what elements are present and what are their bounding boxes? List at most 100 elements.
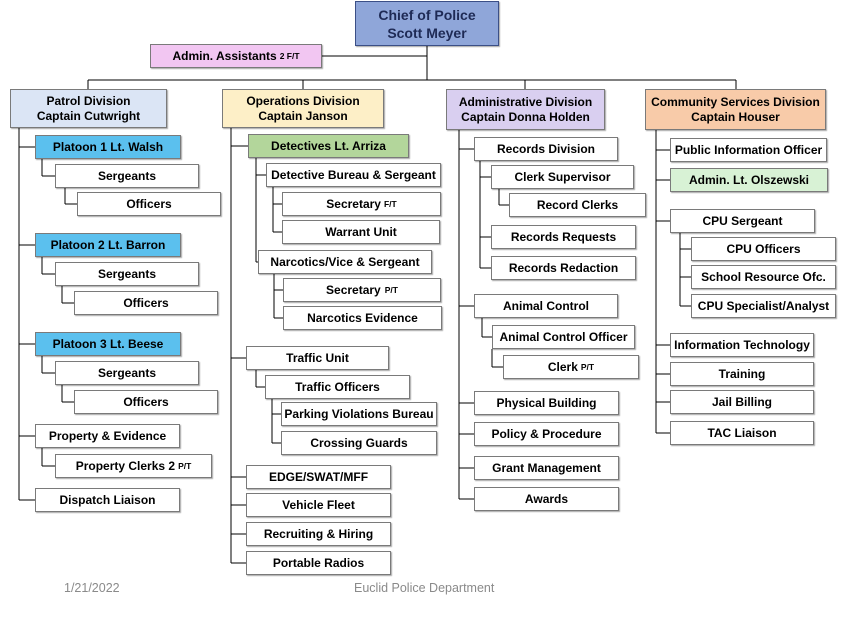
animal-control-label: Animal Control: [503, 298, 589, 313]
dispatch-liaison-label: Dispatch Liaison: [59, 492, 156, 507]
administrative-division-box: Administrative Division Captain Donna Ho…: [446, 89, 605, 130]
information-technology-box: Information Technology: [670, 333, 814, 357]
physical-building-label: Physical Building: [496, 395, 597, 410]
officers-label: Officers: [123, 394, 169, 409]
chief-name: Scott Meyer: [387, 24, 467, 41]
platoon-3-label: Platoon 3 Lt. Beese: [52, 336, 164, 351]
records-redaction-label: Records Redaction: [508, 260, 619, 275]
animal-control-officer-label: Animal Control Officer: [499, 329, 628, 344]
jail-billing-label: Jail Billing: [711, 394, 772, 409]
platoon-2-sergeants-box: Sergeants: [55, 262, 199, 286]
recruiting-hiring-label: Recruiting & Hiring: [263, 526, 374, 541]
policy-procedure-label: Policy & Procedure: [491, 426, 602, 441]
admin-assistants-note: 2 F/T: [279, 50, 300, 61]
detective-bureau-box: Detective Bureau & Sergeant: [266, 163, 441, 187]
dispatch-liaison-box: Dispatch Liaison: [35, 488, 180, 512]
detectives-label: Detectives Lt. Arriza: [271, 138, 386, 153]
admin-assistants-label: Admin. Assistants: [172, 48, 277, 63]
crossing-guards-label: Crossing Guards: [310, 435, 408, 450]
physical-building-box: Physical Building: [474, 391, 619, 415]
footer-org: Euclid Police Department: [354, 581, 495, 595]
platoon-1-label: Platoon 1 Lt. Walsh: [52, 139, 164, 154]
portable-radios-label: Portable Radios: [272, 555, 365, 570]
platoon-3-officers-box: Officers: [74, 390, 218, 414]
clerk-supervisor-label: Clerk Supervisor: [514, 169, 611, 184]
school-resource-box: School Resource Ofc.: [691, 265, 836, 289]
parking-violations-box: Parking Violations Bureau: [281, 402, 437, 426]
cpu-specialist-box: CPU Specialist/Analyst: [691, 294, 836, 318]
administrative-division-head: Captain Donna Holden: [461, 109, 590, 124]
platoon-1-sergeants-box: Sergeants: [55, 164, 199, 188]
property-clerks-label: Property Clerks 2: [75, 458, 176, 473]
community-division-title: Community Services Division: [651, 94, 820, 109]
animal-control-box: Animal Control: [474, 294, 618, 318]
admin-assistants-box: Admin. Assistants 2 F/T: [150, 44, 322, 68]
it-label: Information Technology: [674, 337, 810, 352]
operations-division-title: Operations Division: [246, 93, 360, 108]
policy-procedure-box: Policy & Procedure: [474, 422, 619, 446]
records-requests-box: Records Requests: [491, 225, 636, 249]
records-requests-label: Records Requests: [510, 229, 617, 244]
tac-liaison-box: TAC Liaison: [670, 421, 814, 445]
jail-billing-box: Jail Billing: [670, 390, 814, 414]
awards-label: Awards: [524, 491, 569, 506]
record-clerks-box: Record Clerks: [509, 193, 646, 217]
secretary-label: Secretary: [326, 196, 381, 211]
community-division-box: Community Services Division Captain Hous…: [645, 89, 826, 130]
chief-of-police-box: Chief of Police Scott Meyer: [355, 1, 499, 46]
traffic-officers-label: Traffic Officers: [295, 379, 380, 394]
secretary-note: F/T: [383, 198, 397, 209]
platoon-3-box: Platoon 3 Lt. Beese: [35, 332, 181, 356]
admin-lt-box: Admin. Lt. Olszewski: [670, 168, 828, 192]
school-resource-label: School Resource Ofc.: [701, 269, 826, 284]
operations-division-head: Captain Janson: [258, 108, 348, 123]
training-label: Training: [718, 366, 766, 381]
edge-swat-label: EDGE/SWAT/MFF: [268, 469, 369, 484]
public-information-officer-box: Public Information Officer: [670, 138, 827, 162]
recruiting-hiring-box: Recruiting & Hiring: [246, 522, 391, 546]
records-division-box: Records Division: [474, 137, 618, 161]
sergeants-label: Sergeants: [97, 365, 157, 380]
traffic-unit-label: Traffic Unit: [286, 350, 349, 365]
clerk-note: P/T: [580, 361, 595, 372]
traffic-unit-box: Traffic Unit: [246, 346, 389, 370]
patrol-division-title: Patrol Division: [46, 93, 131, 108]
warrant-unit-label: Warrant Unit: [325, 224, 397, 239]
portable-radios-box: Portable Radios: [246, 551, 391, 575]
officers-label: Officers: [126, 196, 172, 211]
record-clerks-label: Record Clerks: [536, 197, 619, 212]
cpu-sergeant-label: CPU Sergeant: [702, 213, 783, 228]
grant-management-label: Grant Management: [492, 460, 601, 475]
narcotics-vice-box: Narcotics/Vice & Sergeant: [258, 250, 432, 274]
admin-lt-label: Admin. Lt. Olszewski: [688, 172, 810, 187]
grant-management-box: Grant Management: [474, 456, 619, 480]
vehicle-fleet-label: Vehicle Fleet: [282, 497, 355, 512]
secretary-label: Secretary: [326, 282, 381, 297]
sergeants-label: Sergeants: [97, 168, 157, 183]
narcotics-vice-label: Narcotics/Vice & Sergeant: [270, 254, 420, 269]
patrol-division-box: Patrol Division Captain Cutwright: [10, 89, 167, 128]
property-evidence-label: Property & Evidence: [48, 428, 167, 443]
detectives-box: Detectives Lt. Arriza: [248, 134, 409, 158]
cpu-officers-label: CPU Officers: [726, 241, 801, 256]
records-redaction-box: Records Redaction: [491, 256, 636, 280]
platoon-3-sergeants-box: Sergeants: [55, 361, 199, 385]
sergeants-label: Sergeants: [97, 266, 157, 281]
pio-label: Public Information Officer: [674, 142, 823, 157]
platoon-1-box: Platoon 1 Lt. Walsh: [35, 135, 181, 159]
cpu-specialist-label: CPU Specialist/Analyst: [697, 298, 830, 313]
detective-bureau-label: Detective Bureau & Sergeant: [271, 167, 436, 182]
animal-control-officer-box: Animal Control Officer: [492, 325, 635, 349]
awards-box: Awards: [474, 487, 619, 511]
traffic-officers-box: Traffic Officers: [265, 375, 410, 399]
cpu-sergeant-box: CPU Sergeant: [670, 209, 815, 233]
administrative-division-title: Administrative Division: [458, 94, 593, 109]
vehicle-fleet-box: Vehicle Fleet: [246, 493, 391, 517]
platoon-1-officers-box: Officers: [77, 192, 221, 216]
cpu-officers-box: CPU Officers: [691, 237, 836, 261]
